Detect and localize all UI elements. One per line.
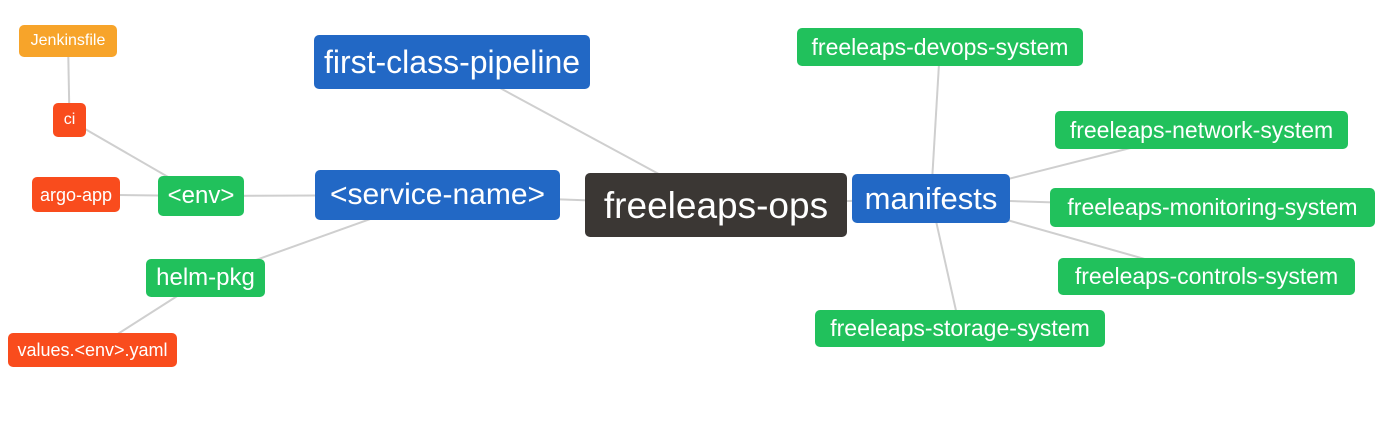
node-first-class-pipeline[interactable]: first-class-pipeline [314,35,590,89]
node-freeleaps-network-system[interactable]: freeleaps-network-system [1055,111,1348,149]
node-freeleaps-storage-system[interactable]: freeleaps-storage-system [815,310,1105,347]
node-freeleaps-controls-system[interactable]: freeleaps-controls-system [1058,258,1355,295]
node-freeleaps-devops-system[interactable]: freeleaps-devops-system [797,28,1083,66]
node-argo-app[interactable]: argo-app [32,177,120,212]
node-env[interactable]: <env> [158,176,244,216]
node-helm-pkg[interactable]: helm-pkg [146,259,265,297]
node-ci[interactable]: ci [53,103,86,137]
edge-manifests--freeleaps-devops-system [930,46,941,199]
node-freeleaps-ops[interactable]: freeleaps-ops [585,173,847,237]
node-values-env-yaml[interactable]: values.<env>.yaml [8,333,177,367]
node-freeleaps-monitoring-system[interactable]: freeleaps-monitoring-system [1050,188,1375,227]
node-service-name[interactable]: <service-name> [315,170,560,220]
node-manifests[interactable]: manifests [852,174,1010,223]
node-jenkinsfile[interactable]: Jenkinsfile [19,25,117,57]
